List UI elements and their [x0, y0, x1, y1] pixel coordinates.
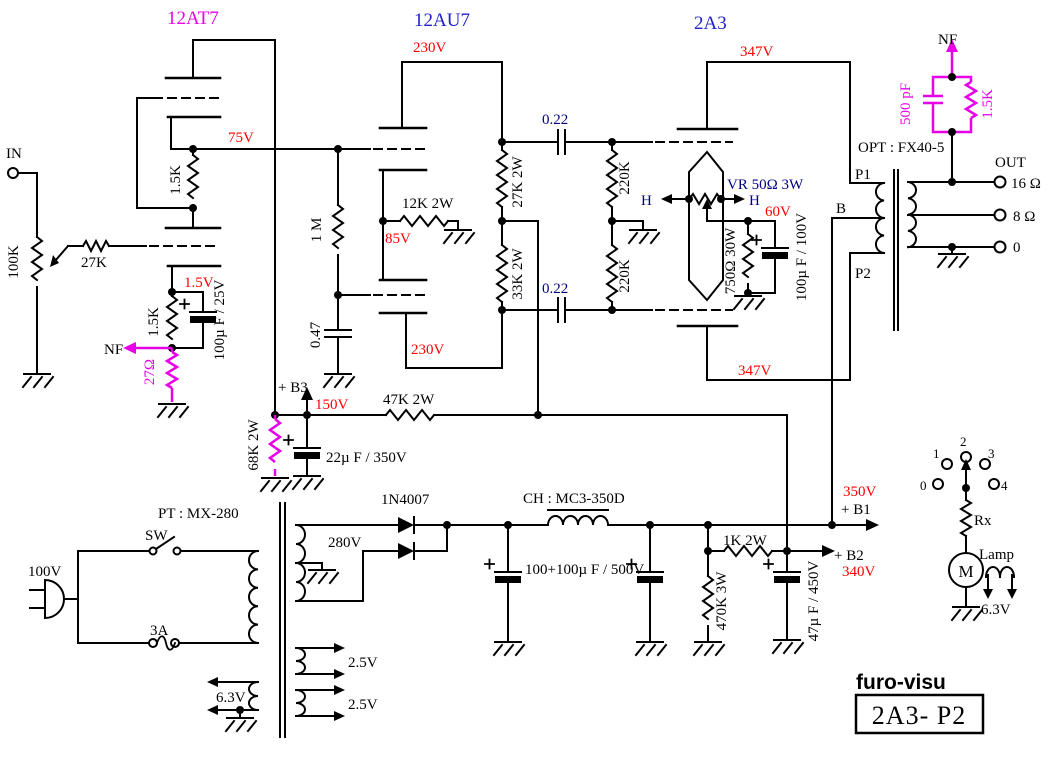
label-60v: 60V	[765, 204, 791, 220]
label-100v: 100V	[28, 564, 62, 580]
label-nf-in: NF	[104, 342, 123, 358]
label-12k: 12K 2W	[402, 196, 454, 212]
sheet-title-box	[854, 693, 985, 735]
label-750ohm: 750Ω 30W	[723, 227, 739, 294]
output-terminal-0	[993, 240, 1007, 254]
label-280v: 280V	[328, 535, 362, 551]
label-340v: 340V	[842, 564, 876, 580]
label-022-b: 0.22	[542, 281, 568, 297]
label-22uf: 22µ F / 350V	[326, 450, 407, 466]
output-stage-wiring	[661, 61, 885, 526]
label-opt: OPT : FX40-5	[858, 140, 944, 156]
feedback-network	[923, 39, 979, 183]
label-100uf-100v: 100µ F / 100V	[794, 213, 810, 301]
label-47uf: 47µ F / 450V	[806, 560, 822, 641]
label-in: IN	[6, 146, 22, 162]
label-150v: 150V	[315, 397, 349, 413]
switch-contact	[148, 546, 158, 556]
label-pin-1: 1	[933, 446, 940, 461]
socket-pin-3	[979, 458, 991, 470]
label-100k-pot: 100K	[6, 245, 22, 279]
socket-pin-0	[932, 478, 944, 490]
label-pin-2: 2	[960, 434, 967, 449]
label-500pf: 500 pF	[898, 83, 914, 125]
label-6v3-lamp: 6.3V	[981, 602, 1011, 618]
label-27k: 27K	[81, 255, 107, 271]
label-pin-0: 0	[920, 478, 927, 493]
meter-circuit	[932, 451, 1017, 621]
label-347v-top: 347V	[740, 44, 774, 60]
label-pt: PT : MX-280	[158, 506, 239, 522]
label-h-left: H	[641, 193, 652, 209]
output-terminal-16ohm	[993, 175, 1007, 189]
label-27ohm: 27Ω	[142, 359, 158, 385]
label-tube-2a3: 2A3	[694, 13, 727, 34]
label-b1: + B1	[841, 502, 871, 518]
output-transformer	[875, 169, 1007, 331]
label-b: B	[836, 201, 846, 217]
label-2v5-b: 2.5V	[348, 697, 378, 713]
label-100uf-25v: 100µ F / 25V	[212, 279, 228, 360]
label-1k5-upper: 1.5K	[168, 165, 184, 195]
label-1k5-cathode: 1.5K	[146, 307, 162, 337]
label-h-right: H	[749, 193, 760, 209]
label-psu-caps: 100+100µ F / 500V	[525, 562, 644, 578]
label-0ohm: 0	[1013, 240, 1021, 256]
label-meter-m: M	[958, 562, 973, 581]
label-220k-a: 220K	[617, 161, 633, 195]
label-022-a: 0.22	[542, 112, 568, 128]
socket-pin-1	[941, 458, 953, 470]
label-b2: + B2	[834, 548, 864, 564]
label-tube-12at7: 12AT7	[167, 8, 219, 29]
label-p2: P2	[855, 266, 871, 282]
input-jack	[7, 167, 19, 179]
b3-decoupling	[260, 387, 788, 552]
label-0u47: 0.47	[308, 321, 324, 348]
label-lamp: Lamp	[979, 547, 1014, 563]
label-47k: 47K 2W	[383, 392, 435, 408]
fuse-cap	[148, 638, 158, 648]
driver-stage-wiring	[323, 61, 733, 416]
label-33k2w: 33K 2W	[510, 248, 526, 300]
label-pin-3: 3	[988, 446, 995, 461]
label-vr: VR 50Ω 3W	[727, 177, 804, 193]
label-1v5: 1.5V	[184, 275, 214, 291]
label-out: OUT	[995, 155, 1026, 171]
socket-pin-4	[988, 478, 1000, 490]
label-b3: + B3	[278, 380, 308, 396]
label-470k: 470K 3W	[714, 571, 730, 631]
label-1k5-nf: 1.5K	[980, 89, 996, 119]
label-tube-12au7: 12AU7	[414, 10, 470, 31]
label-6v3-pt: 6.3V	[216, 690, 246, 706]
label-3a: 3A	[150, 623, 169, 639]
power-supply	[29, 502, 879, 738]
sheet-title: 2A3- P2	[872, 701, 966, 730]
label-8ohm: 8 Ω	[1013, 209, 1035, 225]
label-rx: Rx	[974, 513, 992, 529]
label-68k: 68K 2W	[246, 419, 262, 471]
label-230v-top: 230V	[413, 40, 447, 56]
label-p1: P1	[855, 167, 871, 183]
label-1m: 1 M	[309, 218, 325, 243]
labels: 12AT7 12AU7 2A3 IN 100K 27K 75V 1.5K 1.5…	[6, 8, 1041, 730]
label-85v: 85V	[385, 231, 411, 247]
label-16ohm: 16 Ω	[1011, 176, 1041, 192]
switch-contact	[172, 546, 182, 556]
label-pin-4: 4	[1001, 478, 1008, 493]
output-terminal-8ohm	[993, 208, 1007, 222]
label-choke: CH : MC3-350D	[523, 491, 625, 507]
brand-signature: furo-visu	[856, 671, 946, 694]
label-2v5-a: 2.5V	[348, 655, 378, 671]
label-1k2w: 1K 2W	[723, 533, 768, 549]
label-230v-bot: 230V	[411, 342, 445, 358]
label-220k-b: 220K	[617, 259, 633, 293]
label-350v: 350V	[843, 484, 877, 500]
label-nf-out: NF	[938, 32, 957, 48]
label-75v: 75V	[228, 130, 254, 146]
label-27k2w: 27K 2W	[510, 156, 526, 208]
label-1n4007: 1N4007	[381, 492, 430, 508]
label-347v-bot: 347V	[738, 363, 772, 379]
label-sw: SW	[145, 528, 168, 544]
